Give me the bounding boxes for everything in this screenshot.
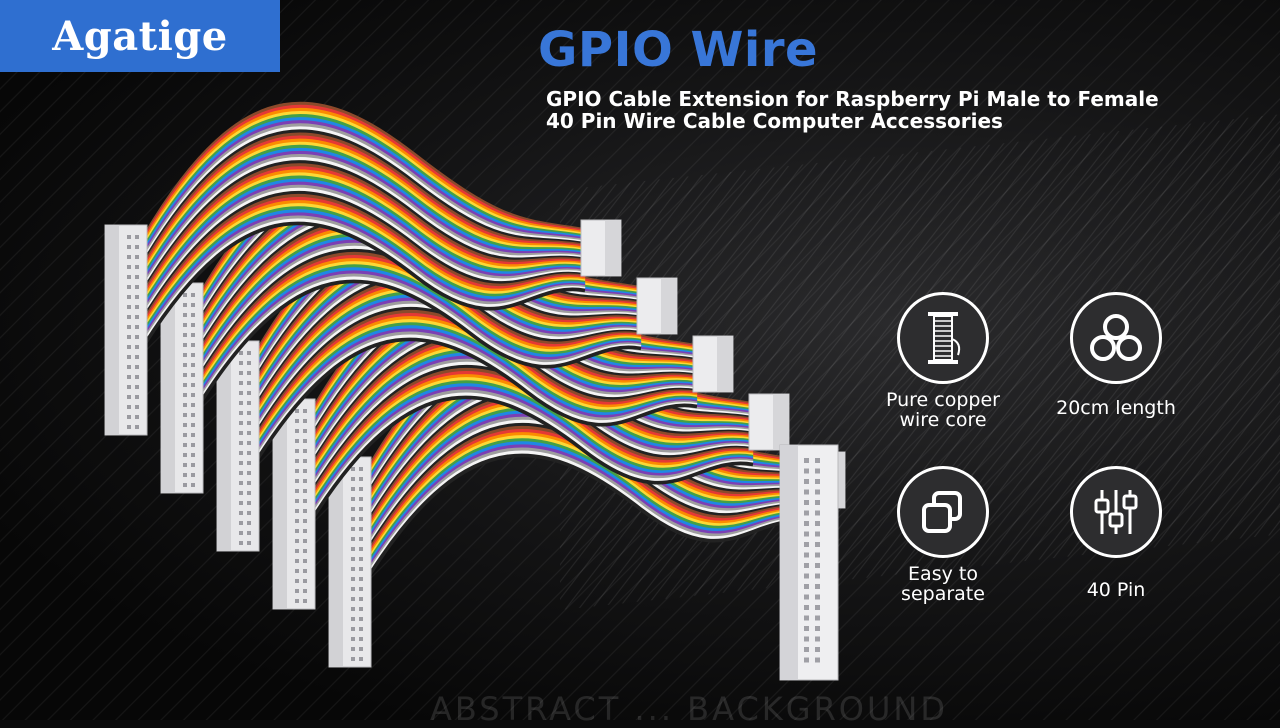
overlapping-squares-icon (897, 466, 989, 558)
feature-copper-core: Pure copper wire core (868, 292, 1018, 430)
product-title: GPIO Wire (538, 22, 819, 78)
ribbon-cable (104, 101, 622, 436)
feature-label: 20cm length (1056, 397, 1176, 419)
equalizer-sliders-icon (1070, 466, 1162, 558)
feature-length: 20cm length (1041, 292, 1191, 418)
feature-label: Pure copper (886, 389, 1000, 411)
brand-logo: Agatige (0, 0, 280, 72)
feature-separable: Easy to separate (868, 466, 1018, 604)
product-subtitle: GPIO Cable Extension for Raspberry Pi Ma… (546, 88, 1226, 132)
feature-label: 40 Pin (1086, 579, 1146, 601)
feature-label: Easy to (908, 563, 978, 585)
background-watermark: ABSTRACT ... BACKGROUND (430, 690, 948, 728)
subtitle-line: GPIO Cable Extension for Raspberry Pi Ma… (546, 87, 1159, 111)
feature-label: wire core (899, 409, 987, 431)
feature-pin-count: 40 Pin (1041, 466, 1191, 600)
triple-rings-icon (1070, 292, 1162, 384)
brand-logo-text: Agatige (52, 12, 228, 60)
wire-spool-icon (897, 292, 989, 384)
connector-front (779, 444, 839, 681)
subtitle-line: 40 Pin Wire Cable Computer Accessories (546, 109, 1003, 133)
feature-label: separate (901, 583, 985, 605)
